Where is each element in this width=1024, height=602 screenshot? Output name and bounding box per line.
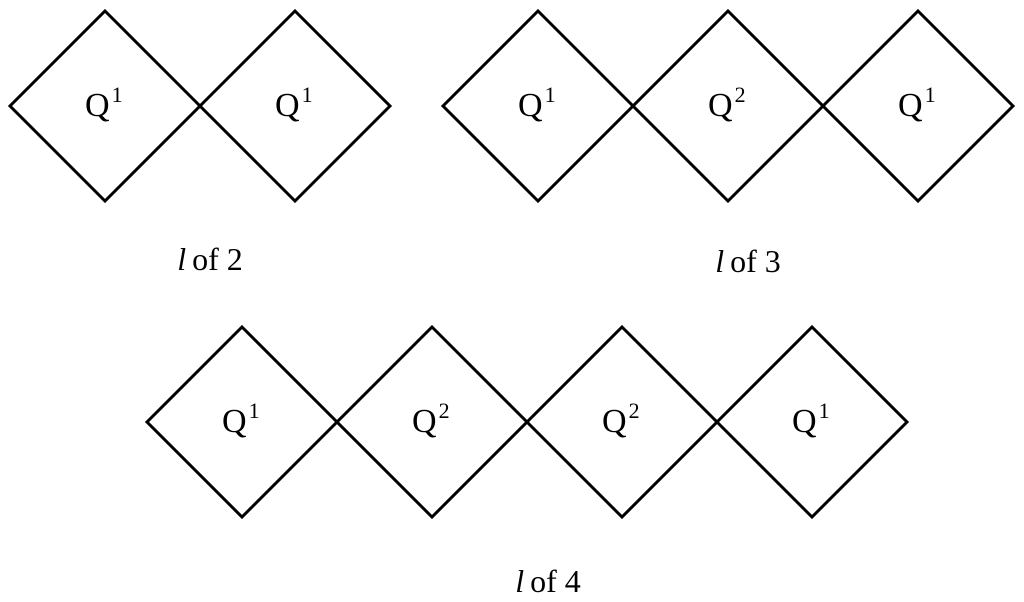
caption-text: of 4 bbox=[530, 563, 581, 599]
node-label: Q1 bbox=[518, 82, 556, 124]
node-label: Q1 bbox=[792, 398, 830, 440]
diamond-node bbox=[524, 324, 720, 520]
diamond-node bbox=[7, 8, 203, 204]
node-superscript: 1 bbox=[819, 398, 830, 423]
node-letter: Q bbox=[275, 87, 300, 124]
node-label: Q2 bbox=[412, 398, 450, 440]
node-label: Q1 bbox=[275, 82, 313, 124]
node-letter: Q bbox=[222, 403, 247, 440]
caption-variable: l bbox=[715, 243, 724, 279]
node-letter: Q bbox=[518, 87, 543, 124]
node-label: Q2 bbox=[708, 82, 746, 124]
diamond-node bbox=[820, 8, 1016, 204]
node-superscript: 1 bbox=[925, 82, 936, 107]
diamond-node bbox=[144, 324, 340, 520]
diamond-node bbox=[630, 8, 826, 204]
node-letter: Q bbox=[792, 403, 817, 440]
node-superscript: 2 bbox=[735, 82, 746, 107]
node-superscript: 1 bbox=[112, 82, 123, 107]
caption-text: of 2 bbox=[192, 241, 243, 277]
node-label: Q1 bbox=[222, 398, 260, 440]
diamond-node bbox=[334, 324, 530, 520]
node-superscript: 2 bbox=[629, 398, 640, 423]
node-superscript: 1 bbox=[302, 82, 313, 107]
diamond-node bbox=[197, 8, 393, 204]
node-label: Q1 bbox=[85, 82, 123, 124]
caption-text: of 3 bbox=[730, 243, 781, 279]
caption-variable: l bbox=[177, 241, 186, 277]
caption-variable: l bbox=[515, 563, 524, 599]
diamond-node bbox=[440, 8, 636, 204]
node-letter: Q bbox=[708, 87, 733, 124]
diamond-node bbox=[714, 324, 910, 520]
node-label: Q1 bbox=[898, 82, 936, 124]
node-letter: Q bbox=[898, 87, 923, 124]
node-letter: Q bbox=[85, 87, 110, 124]
node-superscript: 1 bbox=[545, 82, 556, 107]
node-letter: Q bbox=[412, 403, 437, 440]
node-superscript: 2 bbox=[439, 398, 450, 423]
node-superscript: 1 bbox=[249, 398, 260, 423]
node-label: Q2 bbox=[602, 398, 640, 440]
node-letter: Q bbox=[602, 403, 627, 440]
